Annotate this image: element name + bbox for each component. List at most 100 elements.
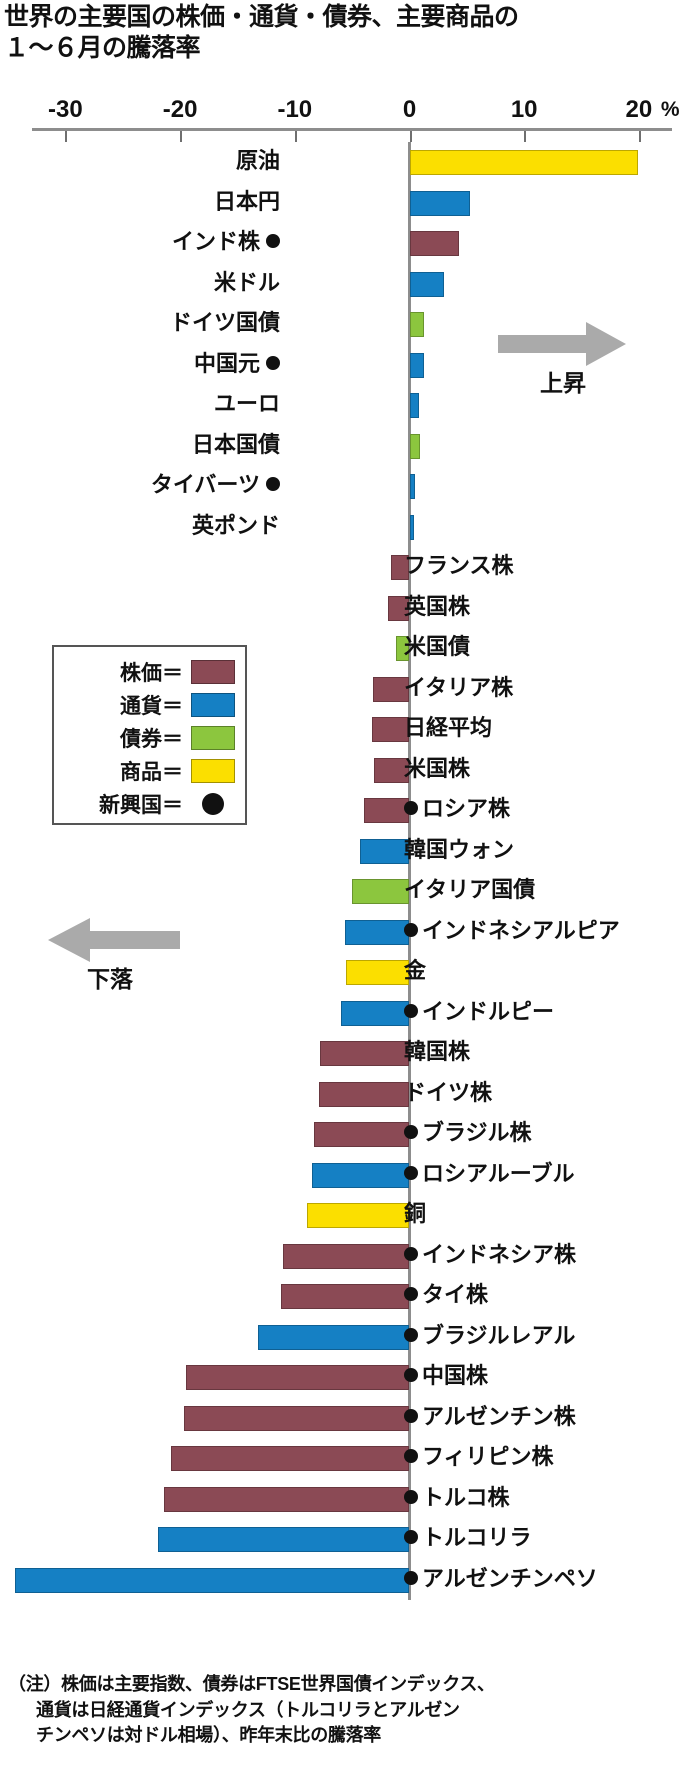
- chart-bar-row: フィリピン株: [0, 1438, 696, 1478]
- up-arrow-label: 上昇: [540, 370, 586, 396]
- chart-bar-row: タイバーツ: [0, 466, 696, 506]
- emerging-market-dot-icon: [404, 922, 418, 937]
- note-line-2: 通貨は日経通貨インデックス（トルコリラとアルゼン: [36, 1699, 460, 1720]
- bar-label-text: フィリピン株: [422, 1444, 554, 1469]
- chart-bar-row: ドイツ株: [0, 1074, 696, 1114]
- bar-currency: [360, 838, 410, 864]
- emerging-market-dot-icon: [404, 1003, 418, 1018]
- bar-label-text: イタリア国債: [404, 877, 536, 902]
- bar-label-text: 日本円: [213, 188, 280, 214]
- bar-stock: [372, 676, 410, 702]
- chart-bar-row: インドネシアルピア: [0, 912, 696, 952]
- bar-stock: [183, 1405, 410, 1431]
- bar-stock: [391, 555, 410, 580]
- bar-label: タイバーツ: [151, 469, 280, 501]
- bar-commodity: [307, 1203, 410, 1228]
- bar-label: 日本円: [214, 186, 280, 218]
- bar-label: トルコ株: [404, 1482, 510, 1514]
- emerging-market-dot-icon: [404, 1125, 418, 1140]
- x-axis-tick-label: -30: [48, 96, 83, 123]
- bar-currency: [409, 514, 415, 540]
- legend-item: 商品＝: [54, 754, 249, 787]
- bar-label-text: イタリア株: [404, 674, 514, 700]
- bar-label-text: 英ポンド: [191, 512, 280, 538]
- bar-label-text: 日経平均: [404, 715, 493, 740]
- bar-label-text: トルコリラ: [422, 1525, 532, 1550]
- up-arrow-annotation: 上昇: [498, 322, 628, 404]
- bar-label: 韓国株: [404, 1036, 470, 1068]
- bar-label: 銅: [404, 1198, 426, 1230]
- chart-bar-row: タイ株: [0, 1276, 696, 1316]
- chart-bar-row: イタリア国債: [0, 871, 696, 911]
- page-title: 世界の主要国の株価・通貨・債券、主要商品の １～６月の騰落率: [4, 2, 694, 63]
- chart-bar-row: ロシアルーブル: [0, 1155, 696, 1195]
- bar-label: 日経平均: [404, 712, 492, 744]
- x-axis-tick-mark: [409, 131, 412, 142]
- bar-label-text: タイバーツ: [150, 472, 260, 497]
- chart-bar-row: インド株: [0, 223, 696, 263]
- bar-label: 米国債: [404, 631, 470, 663]
- emerging-market-dot-icon: [404, 1489, 418, 1504]
- note-line-3: チンペソは対ドル相場）、昨年末比の騰落率: [36, 1725, 381, 1746]
- bar-label: 金: [404, 955, 426, 987]
- chart-bar-row: 日本国債: [0, 426, 696, 466]
- legend-item-label: 新興国＝: [99, 793, 183, 817]
- bar-label: 英ポンド: [192, 510, 280, 542]
- x-axis-tick-mark: [294, 131, 297, 142]
- legend-swatch-bond: [191, 725, 235, 750]
- bar-label-text: 中国株: [422, 1363, 489, 1388]
- bar-label: アルゼンチンペソ: [404, 1563, 598, 1595]
- bar-label: タイ株: [404, 1279, 488, 1311]
- bar-label-text: インドルピー: [422, 998, 555, 1024]
- bar-label-text: 中国元: [193, 350, 260, 376]
- bar-stock: [185, 1365, 410, 1390]
- legend-item-label: 商品＝: [120, 760, 183, 784]
- title-line-2: １～６月の騰落率: [4, 33, 201, 62]
- x-axis-tick-label: 10: [510, 96, 538, 123]
- chart-bar-row: トルコリラ: [0, 1519, 696, 1559]
- bar-label-text: ブラジルレアル: [422, 1322, 576, 1348]
- bar-label: 英国株: [404, 591, 470, 623]
- bar-label: 米国株: [404, 753, 470, 785]
- legend-item: 新興国＝: [54, 787, 249, 820]
- chart-bar-row: ブラジル株: [0, 1114, 696, 1154]
- bar-stock: [320, 1041, 410, 1066]
- legend-item-label: 株価＝: [120, 661, 183, 685]
- chart-bar-row: 中国元: [0, 345, 696, 385]
- x-axis-tick-mark: [65, 131, 68, 142]
- chart-bar-row: アルゼンチンペソ: [0, 1560, 696, 1600]
- x-axis-line: [32, 128, 672, 131]
- bar-stock: [373, 757, 410, 783]
- bar-stock: [318, 1081, 410, 1107]
- bar-currency: [340, 1000, 410, 1026]
- chart-bar-row: インドルピー: [0, 993, 696, 1033]
- zero-baseline: [408, 142, 411, 1600]
- legend-item: 債券＝: [54, 721, 249, 754]
- bar-label-text: インドネシアルピア: [422, 917, 620, 943]
- bar-label-text: 米国債: [404, 634, 471, 659]
- emerging-market-dot-icon: [404, 1246, 418, 1261]
- chart-bar-row: 銅: [0, 1195, 696, 1235]
- legend-item: 株価＝: [54, 655, 249, 688]
- bar-currency: [14, 1567, 410, 1593]
- bar-currency: [409, 393, 419, 418]
- arrow-left-icon: [48, 918, 180, 962]
- emerging-market-dot-icon: [266, 234, 280, 249]
- chart-bar-row: 日本円: [0, 183, 696, 223]
- bar-commodity: [409, 150, 638, 175]
- bar-label-text: 英国株: [404, 593, 471, 619]
- bar-stock: [170, 1446, 410, 1471]
- bar-label-text: 金: [404, 958, 427, 983]
- x-axis-unit-label: %: [660, 98, 680, 121]
- emerging-market-dot-icon: [404, 801, 418, 816]
- title-line-1: 世界の主要国の株価・通貨・債券、主要商品の: [4, 3, 519, 31]
- legend-item-label: 通貨＝: [120, 694, 183, 718]
- bar-currency: [158, 1527, 410, 1552]
- bar-label: フランス株: [404, 550, 514, 582]
- bar-label: ブラジルレアル: [404, 1320, 575, 1352]
- chart-bar-row: 米国株: [0, 750, 696, 790]
- chart-note: （注）株価は主要指数、債券はFTSE世界国債インデックス、 通貨は日経通貨インデ…: [8, 1672, 694, 1749]
- bar-label: イタリア国債: [404, 874, 535, 906]
- bar-currency: [258, 1324, 410, 1350]
